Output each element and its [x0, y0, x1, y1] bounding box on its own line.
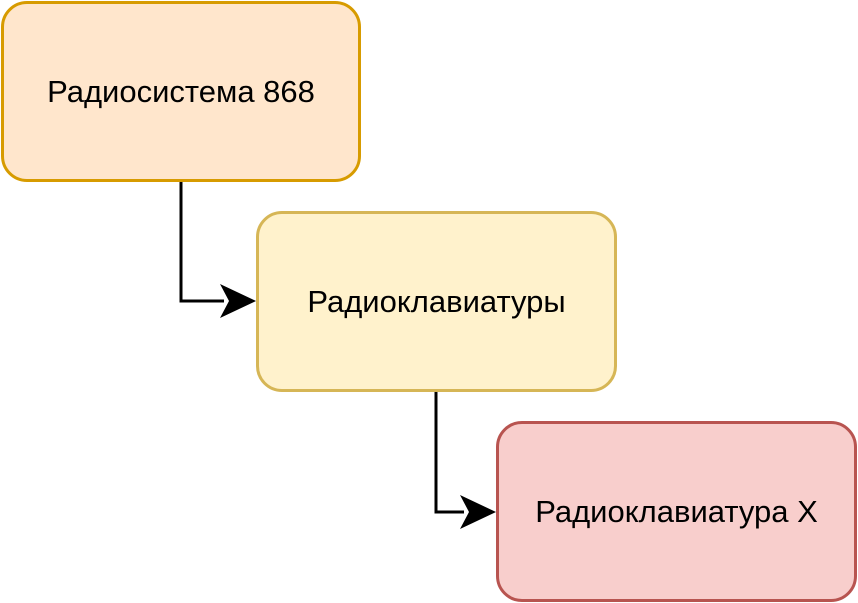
connector-edge-1-2 [179, 182, 224, 303]
node-radiosystem-868[interactable]: Радиосистема 868 [1, 1, 361, 182]
arrowhead-edge-1-2 [220, 284, 256, 318]
node-radio-keypad-x[interactable]: Радиоклавиатура X [496, 421, 857, 602]
node-radio-keypads[interactable]: Радиоклавиатуры [256, 211, 617, 392]
connector-edge-2-3 [434, 392, 464, 514]
node-label: Радиосистема 868 [47, 73, 315, 109]
arrowhead-edge-2-3 [460, 495, 496, 529]
node-label: Радиоклавиатуры [307, 283, 566, 319]
node-label: Радиоклавиатура X [535, 493, 818, 529]
